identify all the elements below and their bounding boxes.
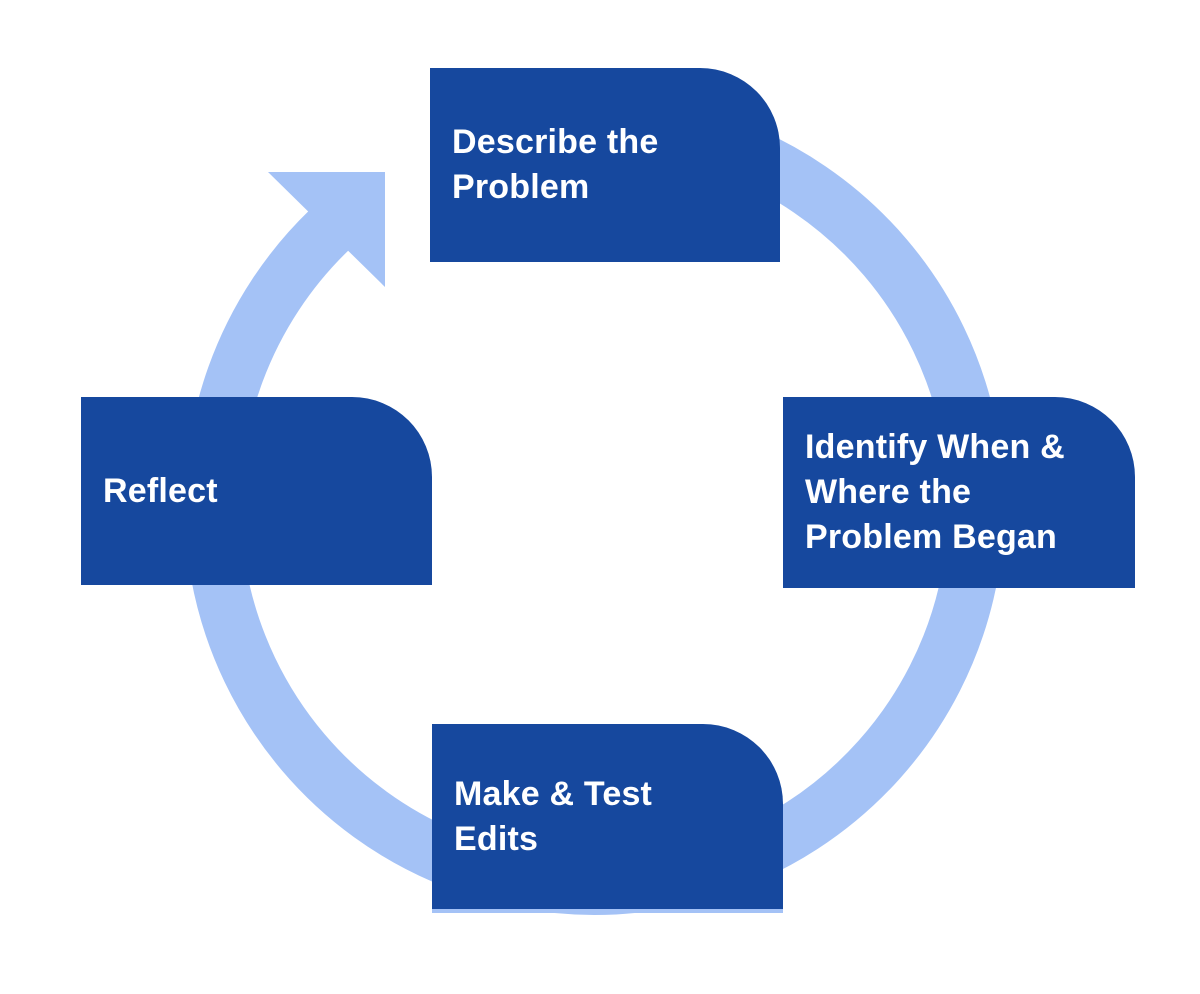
step-box-reflect: Reflect bbox=[81, 397, 432, 585]
step-box-describe-problem: Describe the Problem bbox=[430, 68, 780, 262]
step-box-make-test-edits: Make & Test Edits bbox=[432, 724, 783, 913]
step-label-describe-problem: Describe the Problem bbox=[452, 123, 659, 206]
cycle-arrowhead-icon bbox=[268, 172, 385, 287]
step-label-make-test-edits: Make & Test Edits bbox=[454, 774, 653, 858]
step-box-identify-when-where: Identify When & Where the Problem Began bbox=[783, 397, 1135, 588]
step-label-identify-when-where: Identify When & Where the Problem Began bbox=[805, 428, 1065, 556]
step-label-reflect: Reflect bbox=[103, 471, 218, 510]
